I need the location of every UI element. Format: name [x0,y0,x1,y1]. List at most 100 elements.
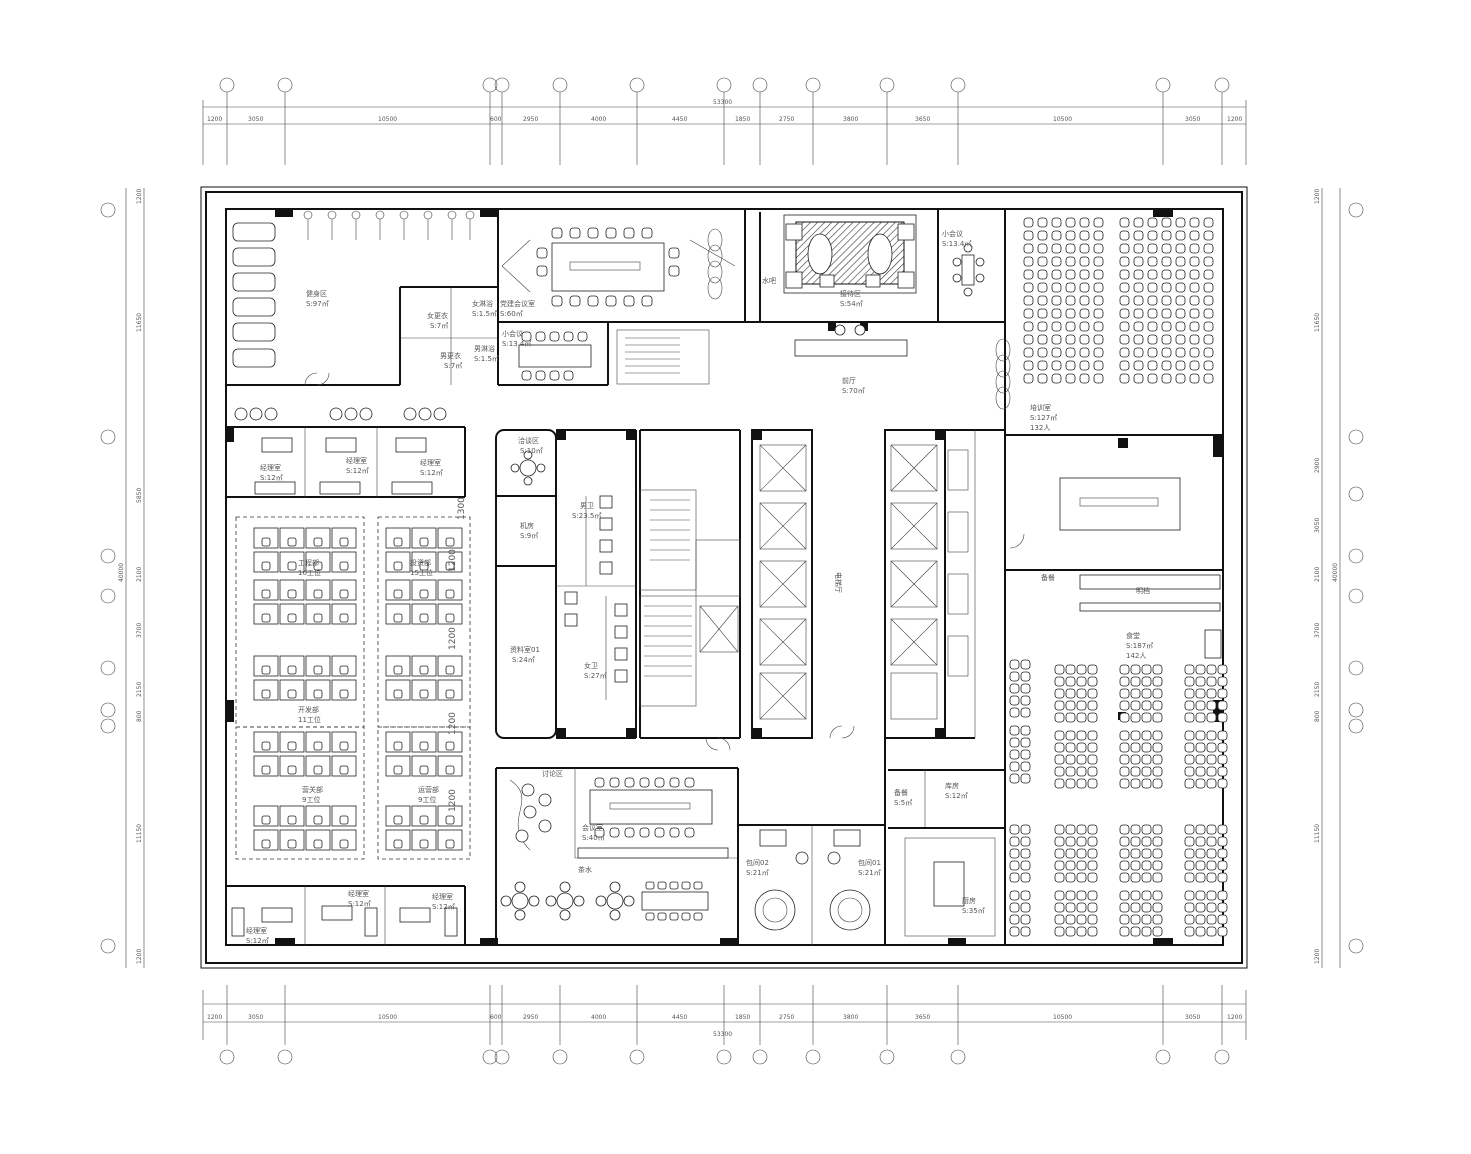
training-seat [1189,256,1200,267]
training-seat [1203,360,1214,371]
training-seat [1161,282,1172,293]
elevators [759,444,969,720]
canteen-seat [1184,890,1195,901]
training-seat [1147,269,1158,280]
canteen-seat [1076,778,1087,789]
dim-left-6: 800 [136,710,143,722]
dim-bottom-10: 3650 [915,1014,930,1021]
workstation-chair [313,589,323,599]
canteen-seat [1054,860,1065,871]
label-negotiate: 洽谈区 [518,436,539,445]
workstation-chair [393,537,403,547]
training-seat [1161,295,1172,306]
training-seat [1037,217,1048,228]
training-seat [1203,295,1214,306]
canteen-seat [1009,725,1020,736]
canteen-seat [1195,902,1206,913]
canteen-seat [1087,688,1098,699]
canteen-seat [1009,860,1020,871]
label-invest: 投资部 [410,558,431,567]
canteen-seat [1217,848,1228,859]
canteen-seat [1009,773,1020,784]
workstation-chair [393,839,403,849]
training-seat [1175,360,1186,371]
canteen-seat [1065,848,1076,859]
canteen-seat [1020,824,1031,835]
canteen-seat [1152,926,1163,937]
workstation-chair [287,689,297,699]
dimension-lines [125,106,1341,1023]
canteen-seat [1054,766,1065,777]
dim-bottom-6: 4450 [672,1014,687,1021]
training-seat [1189,243,1200,254]
canteen-seat [1009,683,1020,694]
canteen-seat [1087,836,1098,847]
training-seat [1203,282,1214,293]
dim-left-1: 11650 [136,313,143,332]
training-seat [1079,256,1090,267]
training-seat [1147,308,1158,319]
area-mgr6: S:12㎡ [432,903,455,911]
canteen-seat [1195,712,1206,723]
training-seat [1079,217,1090,228]
dim-left-5: 2150 [136,682,143,697]
note-eng: 16工位 [298,568,321,577]
canteen-seat [1009,737,1020,748]
dim-top-11: 10500 [1053,116,1072,123]
canteen-seat [1195,700,1206,711]
canteen-seat [1141,824,1152,835]
canteen-seat [1184,872,1195,883]
label-lobby: 前厅 [842,376,856,385]
canteen-seat [1119,890,1130,901]
canteen-seat [1184,914,1195,925]
area-mgr3: S:12㎡ [420,469,443,477]
dim-bottom-13: 1200 [1227,1014,1242,1021]
workstation-chair [339,815,349,825]
workstation-chair [445,689,455,699]
training-seat [1051,217,1062,228]
training-seat [1065,360,1076,371]
training-seat [1051,230,1062,241]
canteen-seat [1065,766,1076,777]
training-seat [1037,256,1048,267]
training-seat [1119,282,1130,293]
training-seat [1189,308,1200,319]
note-ops: 9工位 [418,795,436,804]
department-boundaries [235,516,471,860]
training-seat [1161,256,1172,267]
canteen-seat [1054,778,1065,789]
canteen-seat [1130,742,1141,753]
canteen-seat [1184,688,1195,699]
canteen-seat [1054,754,1065,765]
training-seat [1119,373,1130,384]
training-seat [1079,295,1090,306]
canteen-seat [1054,676,1065,687]
canteen-seat [1152,914,1163,925]
training-seat [1203,243,1214,254]
canteen-seat [1195,860,1206,871]
training-seat [1065,295,1076,306]
training-seat [1119,243,1130,254]
training-seat [1189,269,1200,280]
dim-bottom-11: 10500 [1053,1014,1072,1021]
workstation-chair [419,765,429,775]
canteen-seat [1152,902,1163,913]
workstation-chair [445,589,455,599]
canteen-seat [1076,766,1087,777]
workstation-chair [261,839,271,849]
canteen-seat [1054,712,1065,723]
area-mgr2: S:12㎡ [346,467,369,475]
canteen-seat [1009,695,1020,706]
interior-walls [226,209,1223,945]
canteen-seat [1009,659,1020,670]
training-seat [1147,295,1158,306]
conference-table-small [518,331,592,381]
workstation-chair [261,537,271,547]
canteen-seat [1152,688,1163,699]
training-seat [1161,321,1172,332]
label-training: 培训室 [1030,403,1051,412]
canteen-seat [1020,683,1031,694]
canteen-seat [1130,872,1141,883]
canteen-seat [1195,676,1206,687]
